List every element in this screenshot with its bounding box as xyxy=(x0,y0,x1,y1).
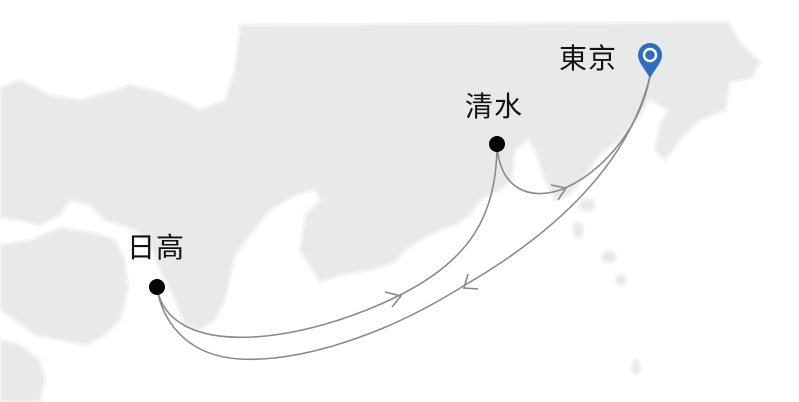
route-tokyo-hidaka[interactable] xyxy=(156,75,651,361)
arrow-icon xyxy=(462,273,479,290)
land-honshu xyxy=(0,20,762,332)
arrow-icon xyxy=(384,291,403,308)
arrow-icon xyxy=(550,184,568,201)
island xyxy=(630,358,642,376)
island xyxy=(571,220,585,240)
island xyxy=(577,197,597,213)
land-kyushu-fragment xyxy=(0,338,47,402)
land-shikoku xyxy=(0,226,130,347)
shimizu-dot[interactable] xyxy=(489,136,505,152)
map-pin-icon[interactable] xyxy=(638,43,662,78)
route-hidaka-shimizu[interactable] xyxy=(156,144,498,339)
place-label-hidaka: 日高 xyxy=(127,231,186,264)
island xyxy=(614,273,628,287)
hidaka-dot[interactable] xyxy=(149,279,165,295)
place-label-tokyo: 東京 xyxy=(559,42,618,75)
land xyxy=(0,20,762,402)
routes xyxy=(156,75,651,361)
island xyxy=(600,249,618,265)
place-label-shimizu: 清水 xyxy=(465,90,524,123)
